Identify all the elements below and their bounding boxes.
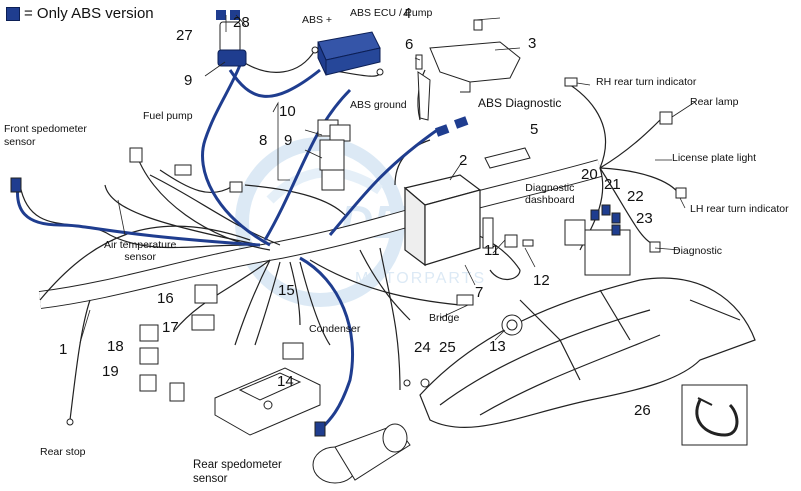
callout-25: 25 [439,339,456,356]
callout-13: 13 [489,338,506,355]
fuse-box-base [214,367,321,436]
cable-clamp-box [681,384,748,446]
label-rear-speedometer-sensor: Rear spedometer sensor [193,459,282,486]
label-abs-diagnostic: ABS Diagnostic [478,96,562,110]
callout-6: 6 [405,36,414,53]
callout-27: 27 [176,27,193,44]
callout-18: 18 [107,338,124,355]
callout-21: 21 [604,176,621,193]
callout-24: 24 [414,339,431,356]
callout-17: 17 [162,319,179,336]
label-front-speedometer-sensor: Front spedometer sensor [4,123,87,149]
label-diagnostic: Diagnostic [673,245,723,257]
callout-8: 8 [259,132,268,149]
legend-text: = Only ABS version [24,5,154,22]
callout-23: 23 [636,210,653,227]
watermark-text: MOTORPARTS [355,270,486,287]
label-abs-ground: ABS ground [350,99,407,111]
callout-11: 11 [484,242,500,259]
label-abs-ecu-pump: ABS ECU / Pump [350,7,433,19]
callout-5: 5 [530,121,539,138]
label-lh-rear-turn-indicator: LH rear turn indicator [690,203,789,215]
starter-motor [312,423,411,484]
label-rear-stop: Rear stop [40,446,86,458]
label-diagnostic-dashboard: Diagnostic dashboard [525,182,575,206]
bracket [429,41,521,93]
callout-7: 7 [475,284,484,301]
callout-1: 1 [59,341,68,358]
label-rh-rear-turn-indicator: RH rear turn indicator [596,76,697,88]
relay-cluster [317,119,351,191]
abs-wires [16,64,441,432]
callout-10: 10 [279,103,296,120]
leader-lines [79,14,696,344]
small-parts [403,19,534,388]
label-license-plate-light: License plate light [672,152,757,164]
battery [403,174,482,267]
callout-12: 12 [533,272,550,289]
callout-26: 26 [634,402,651,419]
label-rear-lamp: Rear lamp [690,96,739,108]
label-condenser: Condenser [309,323,361,335]
callout-4: 4 [403,5,412,22]
callout-3: 3 [528,35,537,52]
dashboard-connectors [564,204,631,276]
wire-end-connectors [10,46,687,437]
main-harness [19,49,681,421]
relay-14 [282,342,304,360]
callout-15: 15 [278,282,295,299]
label-bridge: Bridge [429,312,460,324]
callout-22: 22 [627,188,644,205]
label-fuel-pump: Fuel pump [143,110,193,122]
callout-14: 14 [277,373,294,390]
callout-2: 2 [459,152,468,169]
relays [139,284,218,402]
callout-20: 20 [581,166,598,183]
callout-19: 19 [102,363,119,380]
abs-legend-swatch [6,7,20,21]
label-abs-plus: ABS + [302,14,333,26]
label-air-temperature-sensor: Air temperature sensor [104,239,177,263]
callout-9: 9 [284,132,293,149]
rear-frame [419,277,756,429]
callout-28: 28 [233,14,250,31]
pad [484,147,531,169]
callout-16: 16 [157,290,174,307]
abs-ecu-pump [317,31,381,76]
callout-9-top: 9 [184,72,193,89]
abs-diagnostic-connector [434,116,469,137]
